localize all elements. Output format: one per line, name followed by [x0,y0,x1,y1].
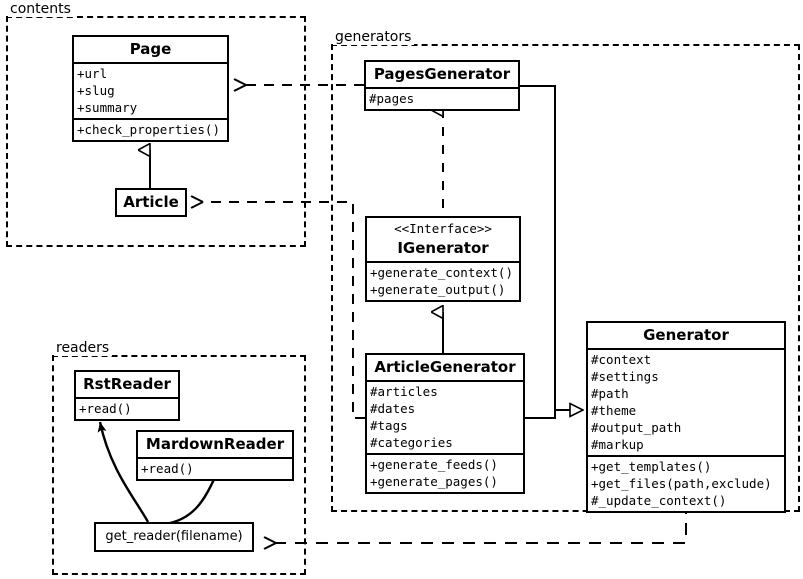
package-contents-frame [6,16,306,247]
class-igenerator-operations: +generate_context() +generate_output() [367,261,519,300]
class-articlegenerator-op-0: +generate_feeds() [370,457,498,472]
class-page-name: Page [129,40,172,58]
class-articlegenerator[interactable]: ArticleGenerator #articles #dates #tags … [365,353,525,494]
class-articlegenerator-operations: +generate_feeds() +generate_pages() [367,453,523,492]
class-article[interactable]: Article [115,188,187,217]
class-generator-header: Generator [588,323,784,348]
class-pagesgenerator[interactable]: PagesGenerator #pages [364,60,520,111]
class-page[interactable]: Page +url +slug +summary +check_properti… [72,35,229,142]
package-readers-frame [52,355,306,575]
class-generator-attr-3: #theme [591,403,637,418]
class-generator-attr-4: #output_path [591,420,682,435]
class-mardownreader-operations: +read() [138,457,292,479]
class-generator-op-2: #_update_context() [591,493,727,508]
class-rstreader-header: RstReader [76,372,178,397]
package-contents-label: contents [8,1,74,17]
class-generator-attr-1: #settings [591,369,659,384]
class-mardownreader-name: MardownReader [145,435,285,453]
class-generator[interactable]: Generator #context #settings #path #them… [586,321,786,513]
class-page-attr-1: +slug [77,83,115,98]
function-get-reader-body: get_reader(filename) [96,524,252,550]
class-generator-attributes: #context #settings #path #theme #output_… [588,348,784,455]
class-rstreader-op-0: +read() [79,401,132,416]
class-articlegenerator-attr-0: #articles [370,384,438,399]
class-articlegenerator-attr-2: #tags [370,418,408,433]
function-get-reader[interactable]: get_reader(filename) [94,522,254,552]
class-articlegenerator-attr-3: #categories [370,435,453,450]
class-mardownreader-op-0: +read() [141,461,194,476]
class-articlegenerator-attributes: #articles #dates #tags #categories [367,380,523,453]
package-readers-label: readers [54,340,113,356]
function-get-reader-name: get_reader(filename) [105,529,243,544]
class-articlegenerator-header: ArticleGenerator [367,355,523,380]
class-rstreader-operations: +read() [76,397,178,419]
class-page-attr-2: +summary [77,100,138,115]
class-pagesgenerator-name: PagesGenerator [373,65,511,83]
class-page-attr-0: +url [77,66,108,81]
package-generators-frame [331,44,800,512]
class-generator-attr-0: #context [591,352,652,367]
class-rstreader-name: RstReader [83,375,171,393]
class-generator-op-0: +get_templates() [591,459,712,474]
class-articlegenerator-name: ArticleGenerator [374,358,516,376]
class-page-attributes: +url +slug +summary [74,62,227,118]
class-generator-name: Generator [643,326,729,344]
class-mardownreader-header: MardownReader [138,432,292,457]
class-igenerator[interactable]: <<Interface>> IGenerator +generate_conte… [365,216,521,302]
class-page-header: Page [74,37,227,62]
class-generator-operations: +get_templates() +get_files(path,exclude… [588,455,784,511]
class-page-operations: +check_properties() [74,118,227,140]
class-mardownreader[interactable]: MardownReader +read() [136,430,294,481]
class-igenerator-header: <<Interface>> IGenerator [367,218,519,261]
class-articlegenerator-op-1: +generate_pages() [370,474,498,489]
class-igenerator-name: IGenerator [397,239,489,257]
class-igenerator-op-0: +generate_context() [370,265,513,280]
class-rstreader[interactable]: RstReader +read() [74,370,180,421]
class-generator-attr-5: #markup [591,437,644,452]
class-generator-op-1: +get_files(path,exclude) [591,476,772,491]
class-article-header: Article [117,190,185,215]
class-articlegenerator-attr-1: #dates [370,401,416,416]
class-igenerator-op-1: +generate_output() [370,282,506,297]
class-pagesgenerator-header: PagesGenerator [366,62,518,87]
package-generators-label: generators [333,29,415,45]
class-generator-attr-2: #path [591,386,629,401]
class-article-name: Article [123,193,179,211]
class-igenerator-stereotype: <<Interface>> [394,221,492,236]
class-page-op-0: +check_properties() [77,122,220,137]
class-pagesgenerator-attr-0: #pages [369,91,415,106]
class-pagesgenerator-attributes: #pages [366,87,518,109]
